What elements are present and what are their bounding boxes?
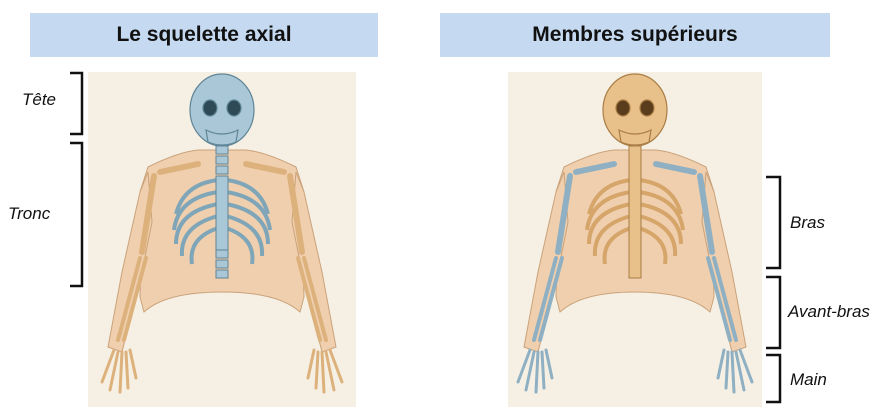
skull	[190, 74, 254, 146]
header-axial-skeleton: Le squelette axial	[30, 13, 378, 57]
brace-forearm	[764, 276, 784, 350]
label-head: Tête	[22, 90, 56, 110]
brace-hand	[764, 354, 784, 404]
brace-trunk	[68, 142, 88, 288]
label-hand: Main	[790, 370, 827, 390]
label-forearm: Avant-bras	[788, 302, 870, 322]
skeleton-axial-illustration	[88, 72, 356, 407]
illustration-limbs-panel	[508, 72, 762, 407]
brace-head	[68, 72, 88, 136]
label-trunk: Tronc	[8, 204, 50, 224]
header-upper-limbs: Membres supérieurs	[440, 13, 830, 57]
brace-arm	[764, 176, 784, 270]
illustration-axial-panel	[88, 72, 356, 407]
skull	[603, 74, 667, 146]
skeleton-limbs-illustration	[508, 72, 762, 407]
label-arm: Bras	[790, 213, 825, 233]
